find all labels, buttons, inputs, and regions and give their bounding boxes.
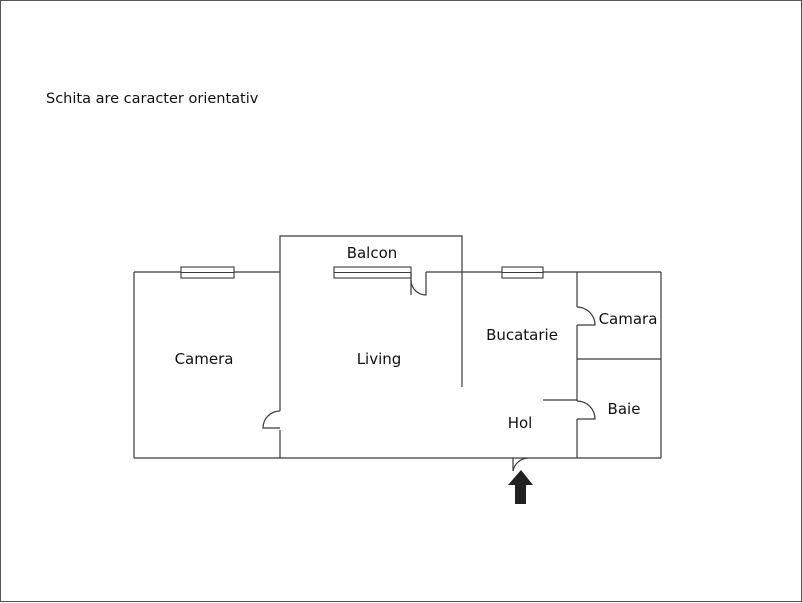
door-balcon-swing <box>410 272 427 296</box>
door-camara-swing <box>576 306 596 326</box>
room-label-living: Living <box>357 350 402 368</box>
room-label-balcon: Balcon <box>347 244 398 262</box>
disclaimer-note: Schita are caracter orientativ <box>46 91 259 107</box>
arrow-up-icon <box>508 470 533 504</box>
door-entrance-swing <box>512 457 530 472</box>
room-label-bucatarie: Bucatarie <box>486 326 558 344</box>
door-camera-swing <box>262 410 281 429</box>
room-label-hol: Hol <box>508 414 533 432</box>
door-baie-swing <box>576 400 596 420</box>
doors <box>262 272 596 472</box>
room-label-baie: Baie <box>608 400 641 418</box>
walls <box>133 235 662 459</box>
room-label-camara: Camara <box>599 310 658 328</box>
room-label-camera: Camera <box>175 350 234 368</box>
balcon-outline <box>279 235 463 387</box>
